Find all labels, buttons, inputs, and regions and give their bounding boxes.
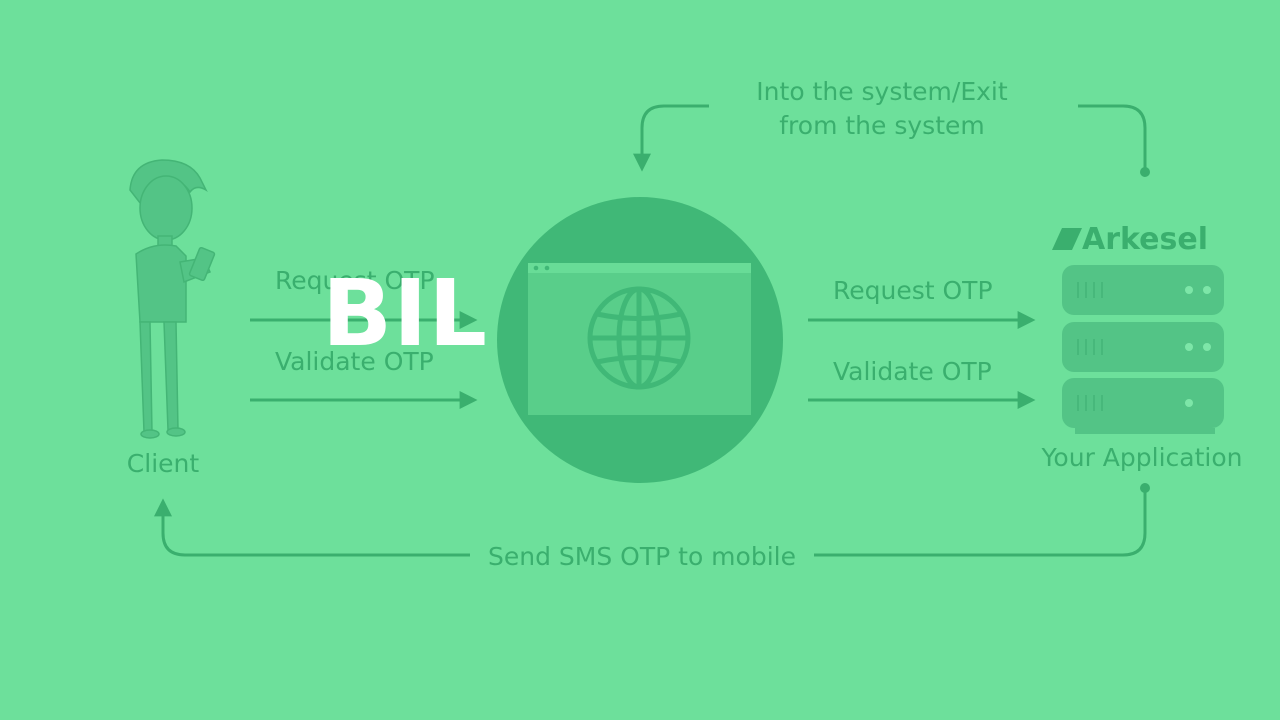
sms-label: Send SMS OTP to mobile [488, 542, 796, 571]
brand-name: Arkesel [1082, 222, 1208, 257]
client-validate-label: Validate OTP [275, 347, 434, 376]
arkesel-logo-mark [1052, 228, 1082, 250]
client-label: Client [127, 449, 200, 478]
client-request-label: Request OTP [275, 266, 435, 295]
arkesel-logo: Arkesel [1052, 222, 1208, 257]
server-rack-icon [1062, 265, 1224, 434]
sms-line-right [814, 488, 1147, 557]
application-label: Your Application [1040, 443, 1242, 472]
system-line-right [1078, 104, 1147, 172]
website-node [497, 197, 783, 483]
system-label-line1: Into the system/Exit [756, 77, 1008, 106]
system-arrow-left [633, 104, 709, 172]
browser-globe-icon [528, 263, 751, 415]
overlay-caption: BIL [322, 260, 488, 367]
sms-line-endpoint [1140, 483, 1150, 493]
system-label-line2: from the system [779, 111, 984, 140]
server-request-label: Request OTP [833, 276, 993, 305]
person-with-phone-icon [129, 159, 216, 439]
sms-arrow-left [154, 498, 470, 557]
server-validate-label: Validate OTP [833, 357, 992, 386]
system-line-endpoint [1140, 167, 1150, 177]
